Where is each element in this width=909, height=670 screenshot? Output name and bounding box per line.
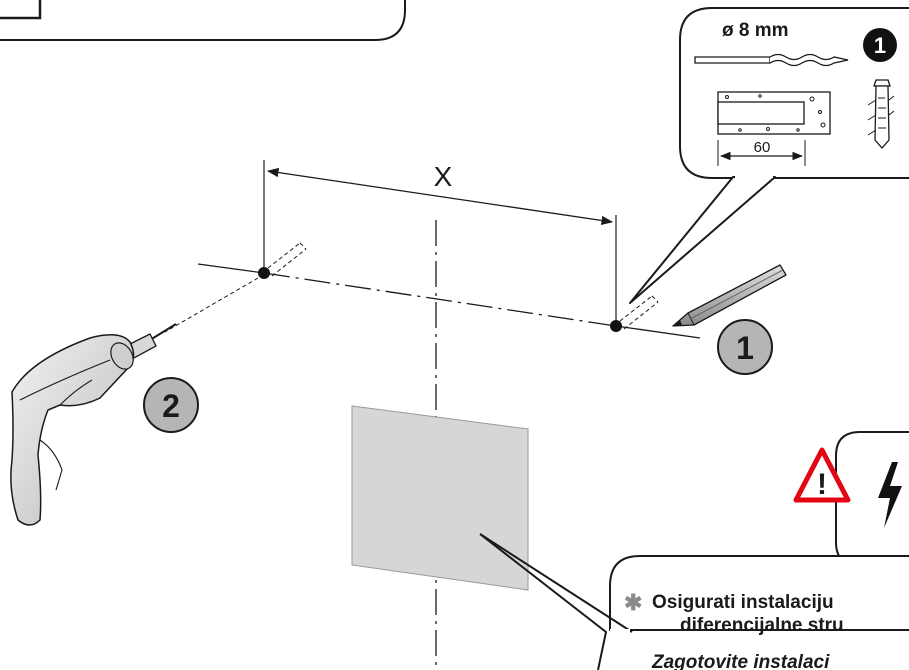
mounting-plate — [351, 405, 529, 591]
drill-bit-illustration — [694, 53, 849, 67]
hole-marks — [164, 242, 659, 333]
wall-plug-icon — [867, 79, 895, 149]
hole-mark-right — [610, 320, 622, 332]
wall-hole-section — [717, 91, 831, 166]
depth-dimension-label: 60 — [754, 139, 771, 156]
warning-exclamation: ! — [817, 468, 827, 501]
warning-triangle-icon: ! — [793, 447, 851, 503]
note-callout — [479, 533, 909, 670]
distance-dimension — [263, 160, 617, 320]
note-line-2: diferencijalne stru — [680, 615, 844, 636]
callout-step-badge: 1 — [863, 28, 897, 62]
note-bullet-icon: ✱ — [624, 590, 642, 615]
distance-label: X — [434, 161, 453, 192]
note-line-1: Osigurati instalaciju — [652, 592, 834, 613]
step-badge-mark: 1 — [717, 319, 773, 375]
hole-mark-left — [258, 267, 270, 279]
callout-step-number: 1 — [874, 33, 886, 58]
top-left-callout-fragment — [0, 0, 406, 41]
note-line-3: Zagotovite instalaci — [651, 652, 830, 670]
step-badge-drill: 2 — [143, 377, 199, 433]
step-drill-number: 2 — [162, 388, 180, 424]
marking-line — [197, 263, 701, 339]
drill-bit-size-label: ø 8 mm — [722, 20, 789, 41]
pencil-icon — [672, 264, 787, 327]
power-drill-icon — [10, 323, 177, 526]
step-mark-number: 1 — [736, 330, 754, 366]
lightning-bolt-icon — [878, 462, 902, 528]
